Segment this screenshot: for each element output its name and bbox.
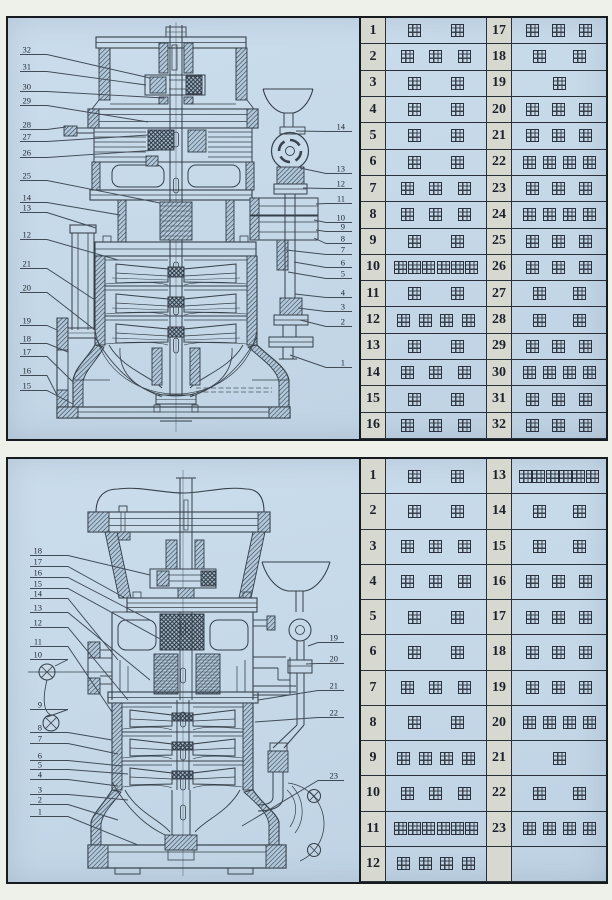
svg-text:11: 11: [337, 194, 345, 204]
svg-text:23: 23: [330, 771, 339, 781]
svg-text:12: 12: [337, 179, 346, 189]
svg-text:25: 25: [23, 171, 32, 181]
svg-text:17: 17: [34, 557, 43, 567]
svg-text:2: 2: [341, 317, 345, 327]
svg-text:7: 7: [38, 734, 42, 744]
svg-text:10: 10: [337, 213, 346, 223]
svg-text:10: 10: [34, 650, 43, 660]
svg-text:14: 14: [23, 193, 32, 203]
svg-text:3: 3: [341, 302, 345, 312]
svg-text:15: 15: [34, 579, 43, 589]
svg-text:19: 19: [23, 316, 32, 326]
svg-text:1: 1: [341, 358, 345, 368]
svg-text:15: 15: [23, 381, 32, 391]
svg-text:28: 28: [23, 120, 32, 130]
svg-text:19: 19: [330, 633, 339, 643]
svg-text:27: 27: [23, 132, 32, 142]
svg-text:31: 31: [23, 62, 32, 72]
svg-text:6: 6: [341, 258, 345, 268]
svg-text:18: 18: [34, 546, 43, 556]
svg-text:4: 4: [38, 770, 43, 780]
svg-text:5: 5: [38, 760, 42, 770]
svg-text:1: 1: [38, 807, 42, 817]
svg-text:20: 20: [330, 654, 339, 664]
svg-text:20: 20: [23, 283, 32, 293]
svg-text:21: 21: [23, 259, 32, 269]
svg-text:18: 18: [23, 334, 32, 344]
svg-text:12: 12: [23, 230, 32, 240]
svg-text:6: 6: [38, 751, 42, 761]
svg-text:13: 13: [337, 164, 346, 174]
svg-text:2: 2: [38, 795, 42, 805]
svg-text:14: 14: [337, 122, 346, 132]
svg-text:30: 30: [23, 82, 32, 92]
svg-text:8: 8: [341, 234, 345, 244]
svg-text:5: 5: [341, 269, 345, 279]
svg-text:29: 29: [23, 96, 32, 106]
svg-text:4: 4: [341, 288, 346, 298]
svg-text:16: 16: [34, 568, 43, 578]
svg-text:14: 14: [34, 589, 43, 599]
svg-text:22: 22: [330, 708, 339, 718]
svg-text:12: 12: [34, 618, 43, 628]
svg-text:9: 9: [341, 222, 345, 232]
svg-text:11: 11: [34, 637, 42, 647]
svg-text:9: 9: [38, 700, 42, 710]
svg-text:26: 26: [23, 148, 32, 158]
svg-text:3: 3: [38, 785, 42, 795]
svg-text:13: 13: [34, 603, 43, 613]
svg-text:8: 8: [38, 723, 42, 733]
svg-text:16: 16: [23, 366, 32, 376]
svg-text:7: 7: [341, 245, 345, 255]
svg-text:32: 32: [23, 45, 32, 55]
svg-text:21: 21: [330, 681, 339, 691]
svg-text:13: 13: [23, 203, 32, 213]
svg-text:17: 17: [23, 347, 32, 357]
